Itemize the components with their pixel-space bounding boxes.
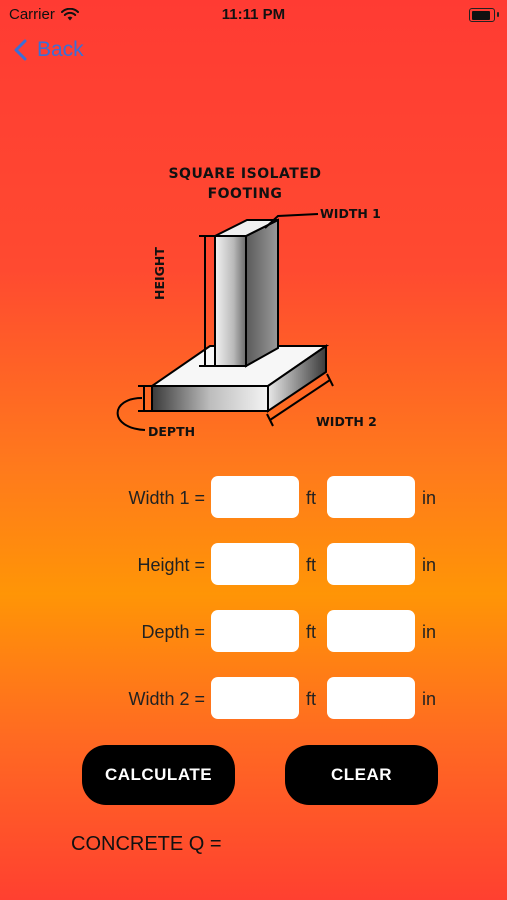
width1-in-unit: in	[422, 488, 437, 508]
calculate-button[interactable]: CALCULATE	[82, 745, 235, 805]
chevron-left-icon	[14, 39, 27, 61]
concrete-quantity-label: CONCRETE Q =	[71, 833, 222, 855]
width2-row: Width 2 = ft in	[0, 677, 507, 721]
height-ft-input[interactable]	[211, 543, 299, 585]
width1-in-input[interactable]	[327, 476, 415, 518]
status-bar: Carrier 11:11 PM	[0, 0, 507, 30]
diagram-title-line2: FOOTING	[207, 186, 283, 202]
diagram-label-width1: WIDTH 1	[320, 206, 381, 221]
width2-in-unit: in	[422, 689, 437, 709]
width1-ft-input[interactable]	[211, 476, 299, 518]
width1-row: Width 1 = ft in	[0, 476, 507, 520]
height-ft-unit: ft	[306, 555, 317, 575]
width2-label: Width 2 =	[128, 689, 205, 709]
diagram-label-width2: WIDTH 2	[316, 414, 377, 429]
depth-label: Depth =	[141, 622, 205, 642]
depth-ft-unit: ft	[306, 622, 317, 642]
clear-button[interactable]: CLEAR	[285, 745, 438, 805]
footing-illustration	[116, 213, 334, 431]
depth-in-input[interactable]	[327, 610, 415, 652]
diagram-title-line1: SQUARE ISOLATED	[168, 166, 322, 182]
depth-row: Depth = ft in	[0, 610, 507, 654]
depth-ft-input[interactable]	[211, 610, 299, 652]
width1-label: Width 1 =	[128, 488, 205, 508]
diagram-label-height: HEIGHT	[152, 247, 167, 300]
width2-ft-unit: ft	[306, 689, 317, 709]
height-in-input[interactable]	[327, 543, 415, 585]
height-row: Height = ft in	[0, 543, 507, 587]
wifi-icon	[60, 8, 79, 21]
carrier-label: Carrier	[9, 6, 55, 23]
clock: 11:11 PM	[221, 6, 286, 23]
height-label: Height =	[137, 555, 205, 575]
footing-diagram: SQUARE ISOLATED FOOTING	[100, 158, 400, 448]
battery-fill	[471, 10, 490, 20]
diagram-title: SQUARE ISOLATED FOOTING	[100, 164, 390, 204]
height-in-unit: in	[422, 555, 437, 575]
back-button[interactable]: Back	[14, 38, 84, 62]
width2-ft-input[interactable]	[211, 677, 299, 719]
diagram-label-depth: DEPTH	[148, 424, 196, 439]
carrier-group: Carrier	[9, 6, 79, 23]
width1-ft-unit: ft	[306, 488, 317, 508]
back-label: Back	[37, 38, 84, 61]
battery-icon	[469, 8, 499, 22]
width2-in-input[interactable]	[327, 677, 415, 719]
depth-in-unit: in	[422, 622, 437, 642]
